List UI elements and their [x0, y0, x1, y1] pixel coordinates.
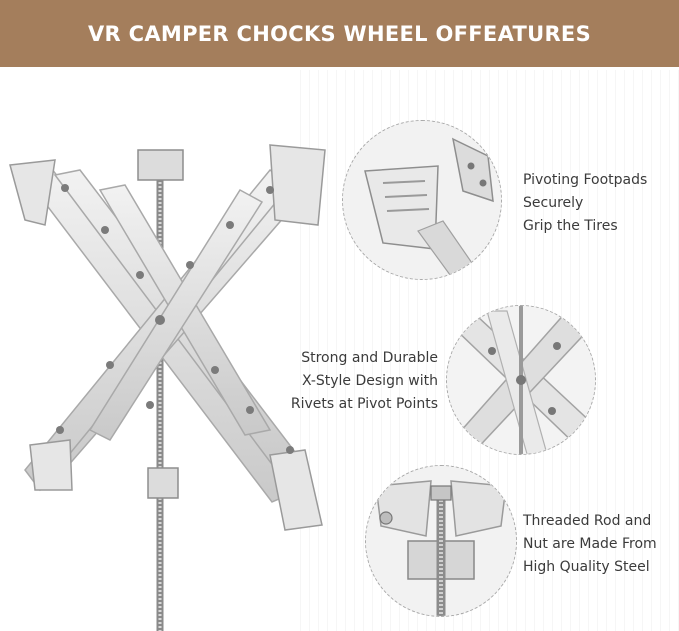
caption-line: Rivets at Pivot Points — [290, 396, 438, 412]
caption-footpads: Pivoting Footpads Securely Grip the Tire… — [523, 169, 647, 238]
threaded-rod-detail-image — [366, 466, 516, 616]
detail-circle-x-design — [446, 305, 596, 455]
caption-line: Securely — [523, 195, 584, 211]
title-banner: VR CAMPER CHOCKS WHEEL OFFEATURES — [0, 0, 679, 67]
caption-line: Grip the Tires — [523, 218, 618, 234]
product-image-wheel-chock — [9, 144, 326, 631]
detail-circle-footpad — [342, 120, 502, 280]
detail-circle-threaded-rod — [365, 465, 517, 617]
footpad-detail-image — [343, 121, 501, 279]
caption-line: Pivoting Footpads — [523, 172, 648, 188]
caption-threaded-rod: Threaded Rod and Nut are Made From High … — [523, 510, 657, 579]
caption-line: Strong and Durable — [301, 350, 438, 366]
caption-line: High Quality Steel — [523, 559, 650, 575]
caption-line: Threaded Rod and — [523, 513, 652, 529]
caption-line: X-Style Design with — [301, 373, 438, 389]
caption-x-design: Strong and Durable X-Style Design with R… — [268, 347, 438, 416]
banner-title: VR CAMPER CHOCKS WHEEL OFFEATURES — [87, 21, 592, 46]
x-design-detail-image — [447, 306, 595, 454]
caption-line: Nut are Made From — [523, 536, 657, 552]
